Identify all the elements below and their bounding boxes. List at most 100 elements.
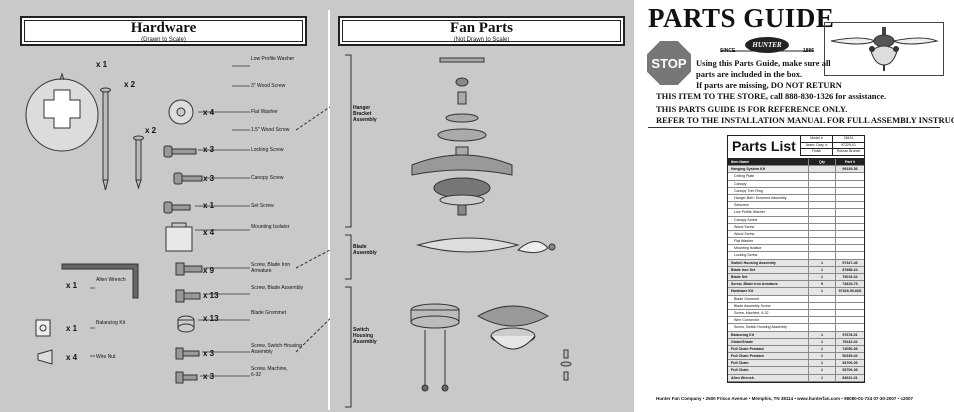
- small-screws-drawing: [163, 145, 203, 214]
- row-qty: [808, 245, 835, 252]
- row-item-name: Blade Assembly Screw: [734, 303, 771, 308]
- dashed-connectors: [295, 106, 330, 353]
- hardware-title-box: Hardware (Drawn to Scale): [20, 16, 307, 46]
- parts-illustration-panel: Hardware (Drawn to Scale) Fan Parts (Not…: [0, 0, 634, 412]
- row-part: 97678-01: [835, 331, 864, 338]
- blade-screws-drawing: [175, 262, 203, 303]
- hunter-logo: SINCE HUNTER 1886: [720, 33, 814, 57]
- meta-value: Roman Bronze: [836, 149, 861, 153]
- row-part: [835, 317, 864, 324]
- row-item-name: Locking Screw: [734, 253, 758, 258]
- row-qty: 1: [808, 374, 835, 381]
- parts-list-title: Parts List: [732, 138, 796, 154]
- parts-list-meta: Model #28431 Assm. Dwg. #97229-01 Finish…: [800, 136, 864, 156]
- group-label-hanger-bracket: Hanger Bracket Assembly: [353, 105, 377, 123]
- blade-assembly-parts: [416, 237, 556, 254]
- hw-label-machine-screw: Screw, Machine, 6-32: [251, 366, 288, 378]
- row-item-name: Blade Iron Set: [731, 267, 756, 272]
- row-part: [835, 209, 864, 216]
- row-qty: 1: [808, 345, 835, 353]
- hw-label-flat-washer: Flat Washer: [251, 109, 278, 115]
- row-item-name: Canopy: [734, 181, 747, 186]
- mounting-isolator-drawing: [165, 222, 193, 252]
- row-part: [835, 194, 864, 202]
- refer-line: REFER TO THE INSTALLATION MANUAL FOR FUL…: [656, 115, 954, 125]
- row-item-name: Ceiling Plate: [734, 174, 755, 179]
- hanger-bracket-parts: [411, 57, 513, 216]
- notice-line-1: Using this Parts Guide, make sure all: [696, 58, 831, 68]
- allen-wrench-drawing: [61, 263, 139, 299]
- row-qty: 1: [808, 338, 835, 345]
- row-part: [835, 302, 864, 309]
- row-part: 75232-02: [835, 338, 864, 345]
- row-qty: 1: [808, 288, 835, 295]
- group-label-switch-housing: Switch Housing Assembly: [353, 327, 377, 345]
- hw-label-set-screw: Set Screw: [251, 203, 274, 209]
- row-part: [835, 173, 864, 180]
- row-qty: [808, 230, 835, 238]
- row-item-name: Pull Chain Pendant: [731, 354, 764, 359]
- fan-parts-drawings: [345, 54, 572, 408]
- row-item-name: Hanging System Kit: [731, 167, 765, 172]
- col-item-name: Item Name: [731, 160, 750, 164]
- table-row: Canopy: [728, 180, 864, 188]
- row-part: 53706-06: [835, 367, 864, 374]
- row-item-name: Pull Chain Pendant: [731, 346, 764, 351]
- row-qty: 1: [808, 367, 835, 374]
- row-qty: [808, 309, 835, 317]
- row-item-name: Flat Washer: [734, 239, 754, 244]
- wood-screw-15in-drawing: [133, 135, 144, 190]
- meta-key: Model #: [801, 136, 833, 142]
- hw-qty-locking-screw: x 3: [203, 145, 215, 154]
- hw-qty-flat-washer: x 4: [203, 108, 215, 117]
- row-part: 79015-32: [835, 274, 864, 281]
- row-qty: [808, 317, 835, 324]
- table-row: Blade Grommet: [728, 295, 864, 303]
- hw-qty-allen-wrench: x 1: [66, 281, 78, 290]
- table-row: Wire Connector: [728, 317, 864, 325]
- hw-label-locking-screw: Locking Screw: [251, 147, 284, 153]
- hw-label-wood-screw-15in: 1.5" Wood Screw: [251, 127, 290, 133]
- row-qty: [808, 302, 835, 309]
- row-part: [835, 252, 864, 259]
- meta-key: Finish: [801, 149, 833, 155]
- hw-qty-machine-screw: x 3: [203, 372, 215, 381]
- row-item-name: Canopy Screw: [734, 217, 758, 222]
- hw-qty-low-profile-washer: x 1: [96, 60, 108, 69]
- row-item-name: Blade Grommet: [734, 296, 760, 301]
- row-qty: 1: [808, 259, 835, 266]
- row-qty: [808, 173, 835, 180]
- table-row: Flat Washer: [728, 238, 864, 246]
- table-row: Locking Screw: [728, 252, 864, 260]
- row-part: [835, 309, 864, 317]
- parts-guide-panel: PARTS GUIDE SINCE HUNTER 1886 STOP Using…: [634, 0, 954, 412]
- hw-label-balancing-kit: Balancing Kit: [96, 320, 126, 326]
- row-part: [835, 230, 864, 238]
- row-item-name: Allen Wrench: [731, 375, 754, 380]
- row-qty: [808, 187, 835, 194]
- hw-label-blade-grommet: Blade Grommet: [251, 310, 287, 316]
- fan-image: [824, 22, 944, 76]
- hw-qty-housing-screw: x 3: [203, 349, 215, 358]
- hw-qty-balancing-kit: x 1: [66, 324, 78, 333]
- col-part: Part #: [835, 159, 864, 166]
- row-item-name: Hardware Kit: [731, 289, 754, 294]
- table-row: Hanger Ball / Downrod Assembly: [728, 194, 864, 203]
- row-item-name: Wood Screw: [734, 231, 755, 236]
- row-part: 74815-79: [835, 281, 864, 288]
- hw-label-canopy-screw: Canopy Screw: [251, 175, 284, 181]
- table-row: Low Profile Washer: [728, 209, 864, 217]
- group-label-blade-assembly: Blade Assembly: [353, 244, 377, 256]
- row-qty: [808, 223, 835, 230]
- parts-list-table: Parts List Model #28431 Assm. Dwg. #9722…: [727, 135, 865, 383]
- row-qty: [808, 238, 835, 245]
- row-part: [835, 295, 864, 302]
